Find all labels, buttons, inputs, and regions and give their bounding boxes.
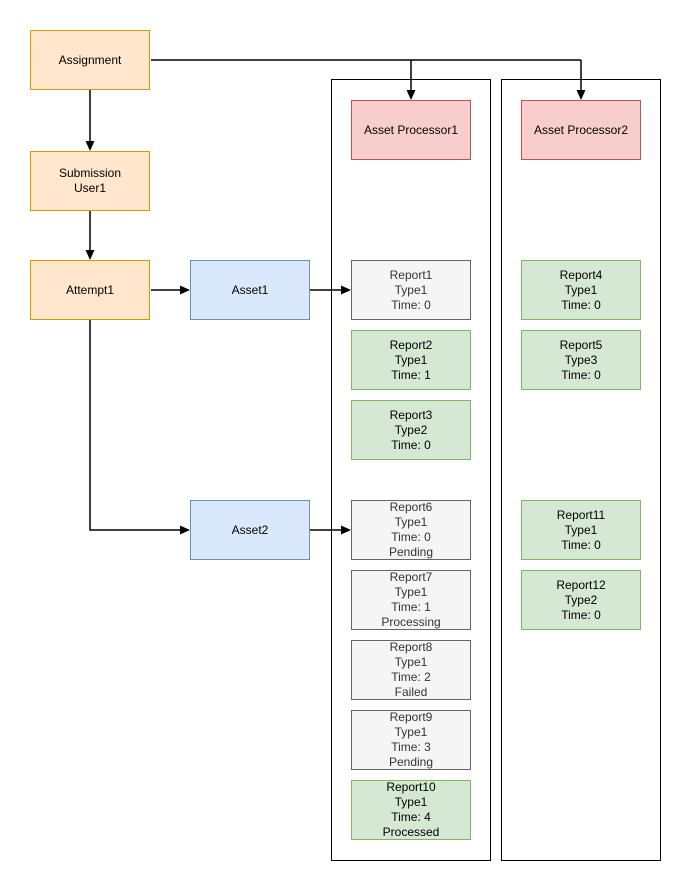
node-report4: Report4 Type1 Time: 0	[521, 260, 641, 320]
report-status: Failed	[394, 685, 428, 699]
node-submission-user1: Submission User1	[30, 151, 150, 211]
node-asset1-label: Asset1	[231, 282, 269, 297]
report-type: Type2	[564, 592, 598, 607]
report-name: Report5	[559, 337, 603, 352]
report-status: Pending	[388, 755, 434, 769]
report-time: Time: 1	[391, 600, 431, 614]
report-name: Report3	[389, 407, 433, 422]
report-time: Time: 0	[561, 297, 601, 312]
node-report3: Report3 Type2 Time: 0	[351, 400, 471, 460]
node-asset-processor1: Asset Processor1	[351, 100, 471, 160]
node-report6: Report6 Type1 Time: 0 Pending	[351, 500, 471, 560]
report-type: Type1	[394, 655, 428, 669]
report-status: Processed	[382, 825, 440, 839]
node-report5: Report5 Type3 Time: 0	[521, 330, 641, 390]
report-type: Type1	[564, 522, 598, 537]
report-type: Type1	[394, 795, 428, 809]
node-assignment-label: Assignment	[58, 52, 122, 67]
report-type: Type1	[394, 515, 428, 529]
node-asset-processor2: Asset Processor2	[521, 100, 641, 160]
node-asset-processor1-label: Asset Processor1	[363, 122, 459, 137]
report-type: Type1	[394, 282, 428, 297]
node-report1: Report1 Type1 Time: 0	[351, 260, 471, 320]
report-name: Report7	[389, 570, 433, 584]
node-report10: Report10 Type1 Time: 4 Processed	[351, 780, 471, 840]
report-status: Processing	[381, 615, 441, 629]
report-time: Time: 0	[391, 297, 431, 312]
edge-attempt-asset1	[151, 285, 190, 295]
node-report2: Report2 Type1 Time: 1	[351, 330, 471, 390]
node-submission-label: Submission User1	[58, 166, 122, 195]
report-name: Report12	[556, 577, 606, 592]
report-type: Type2	[394, 422, 428, 437]
node-report11: Report11 Type1 Time: 0	[521, 500, 641, 560]
report-name: Report11	[556, 507, 606, 522]
report-type: Type1	[394, 352, 428, 367]
report-time: Time: 0	[391, 530, 431, 544]
report-time: Time: 4	[391, 810, 431, 824]
report-name: Report8	[389, 640, 433, 654]
edge-submission-attempt	[85, 211, 95, 260]
report-name: Report4	[559, 267, 603, 282]
lane-asset-processor2	[501, 79, 661, 861]
report-time: Time: 0	[561, 537, 601, 552]
report-name: Report1	[389, 267, 433, 282]
node-report12: Report12 Type2 Time: 0	[521, 570, 641, 630]
report-type: Type1	[394, 725, 428, 739]
report-status: Pending	[388, 545, 434, 559]
node-report9: Report9 Type1 Time: 3 Pending	[351, 710, 471, 770]
report-type: Type3	[564, 352, 598, 367]
node-asset2: Asset2	[190, 500, 310, 560]
report-name: Report6	[389, 500, 433, 514]
report-time: Time: 2	[391, 670, 431, 684]
node-assignment: Assignment	[30, 30, 150, 90]
node-attempt1: Attempt1	[30, 260, 150, 320]
report-name: Report2	[389, 337, 433, 352]
node-report7: Report7 Type1 Time: 1 Processing	[351, 570, 471, 630]
report-type: Type1	[394, 585, 428, 599]
node-asset2-label: Asset2	[231, 522, 269, 537]
edge-assignment-submission	[85, 90, 95, 151]
node-asset-processor2-label: Asset Processor2	[533, 122, 629, 137]
node-attempt1-label: Attempt1	[65, 282, 115, 297]
report-name: Report10	[386, 780, 436, 794]
report-name: Report9	[389, 710, 433, 724]
report-type: Type1	[564, 282, 598, 297]
report-time: Time: 0	[391, 437, 431, 452]
node-report8: Report8 Type1 Time: 2 Failed	[351, 640, 471, 700]
node-asset1: Asset1	[190, 260, 310, 320]
report-time: Time: 0	[561, 367, 601, 382]
report-time: Time: 3	[391, 740, 431, 754]
edge-attempt-asset2	[89, 320, 190, 535]
report-time: Time: 1	[391, 367, 431, 382]
report-time: Time: 0	[561, 607, 601, 622]
